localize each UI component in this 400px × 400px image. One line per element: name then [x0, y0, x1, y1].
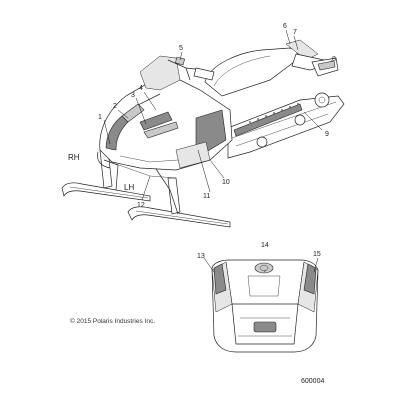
snowmobile-drawing [61, 39, 345, 228]
tunnel-track [227, 92, 345, 159]
callout-14: 14 [261, 242, 269, 249]
hood [97, 55, 233, 179]
copyright-notice: © 2015 Polaris Industries Inc. [70, 317, 155, 325]
callout-2: 2 [113, 103, 117, 110]
callout-11: 11 [203, 193, 210, 200]
leader-lines [103, 29, 333, 273]
callout-15: 15 [313, 251, 321, 258]
callout-8: 8 [332, 56, 336, 63]
rear-detail-drawing [211, 259, 319, 353]
left-ski [127, 159, 231, 228]
callout-5: 5 [179, 45, 183, 52]
callout-1: 1 [98, 114, 102, 121]
left-hand-label: LH [124, 183, 134, 192]
callout-9: 9 [325, 131, 329, 138]
callout-7: 7 [293, 29, 297, 36]
rear-flap [311, 57, 339, 77]
right-ski [61, 149, 151, 202]
callout-6: 6 [283, 23, 287, 30]
right-hand-label: RH [68, 153, 80, 162]
callout-10: 10 [222, 179, 230, 186]
callout-12: 12 [137, 202, 145, 209]
callout-4: 4 [139, 85, 143, 92]
callout-13: 13 [197, 253, 205, 260]
callout-3: 3 [131, 92, 135, 99]
seat [204, 39, 333, 97]
figure-number: 600004 [301, 378, 324, 385]
callout-numbers: 1 2 3 4 5 6 7 8 9 10 11 12 13 14 15 [98, 23, 336, 260]
